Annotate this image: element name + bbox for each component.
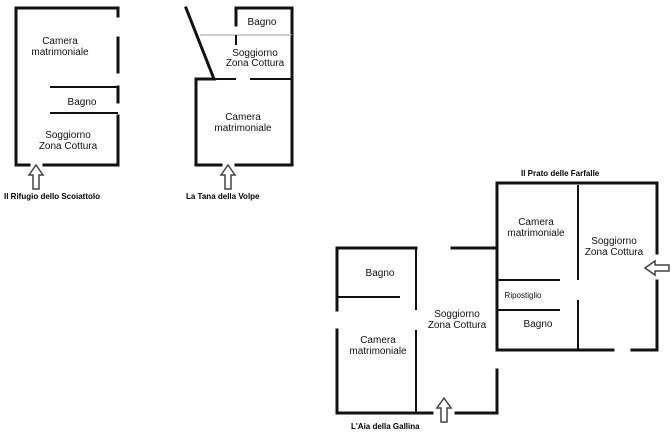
entrance-arrow-icon	[435, 396, 453, 423]
room-label: Soggiorno	[232, 48, 278, 59]
apartment-name: Il Prato delle Farfalle	[521, 169, 600, 178]
room-label: Zona Cottura	[585, 247, 644, 258]
room-label: Camera	[360, 335, 396, 346]
wall	[337, 248, 417, 413]
room-label: Bagno	[68, 97, 97, 108]
wall	[14, 6, 120, 167]
apartment-name: La Tana della Volpe	[186, 192, 260, 201]
plan-tana-volpe: Bagno Soggiorno Zona Cottura Camera matr…	[184, 6, 294, 201]
room-label: matrimoniale	[214, 123, 272, 134]
room-label: Camera	[42, 36, 78, 47]
plan-aia-gallina: Bagno Soggiorno Zona Cottura Camera matr…	[335, 246, 499, 431]
room-label: Zona Cottura	[428, 320, 487, 331]
room-label: matrimoniale	[349, 346, 407, 357]
wall	[495, 181, 659, 352]
entrance-arrow-icon	[27, 163, 45, 190]
room-label: Soggiorno	[434, 309, 480, 320]
room-label: Camera	[225, 112, 261, 123]
room-label: Soggiorno	[591, 236, 637, 247]
wall	[50, 86, 118, 114]
room-label: Zona Cottura	[226, 58, 285, 69]
wall	[212, 35, 293, 80]
entrance-arrow-icon	[643, 259, 670, 277]
room-label: Bagno	[366, 268, 395, 279]
wall	[184, 6, 294, 167]
wall	[497, 185, 579, 350]
wall	[335, 246, 499, 415]
room-label: matrimoniale	[31, 47, 89, 58]
room-label: Bagno	[248, 17, 277, 28]
plan-prato-farfalle: Camera matrimoniale Soggiorno Zona Cottu…	[495, 169, 670, 352]
room-label: Bagno	[524, 319, 553, 330]
apartment-name: Il Rifugio dello Scoiattolo	[4, 192, 100, 201]
entrance-arrow-icon	[219, 163, 237, 190]
room-label: Zona Cottura	[39, 141, 98, 152]
plan-rifugio-scoiattolo: Camera matrimoniale Bagno Soggiorno Zona…	[4, 6, 120, 201]
room-label: matrimoniale	[507, 228, 565, 239]
apartment-name: L'Aia della Gallina	[351, 422, 420, 431]
room-label: Ripostiglio	[505, 291, 542, 300]
room-label: Soggiorno	[45, 130, 91, 141]
room-label: Camera	[518, 217, 554, 228]
